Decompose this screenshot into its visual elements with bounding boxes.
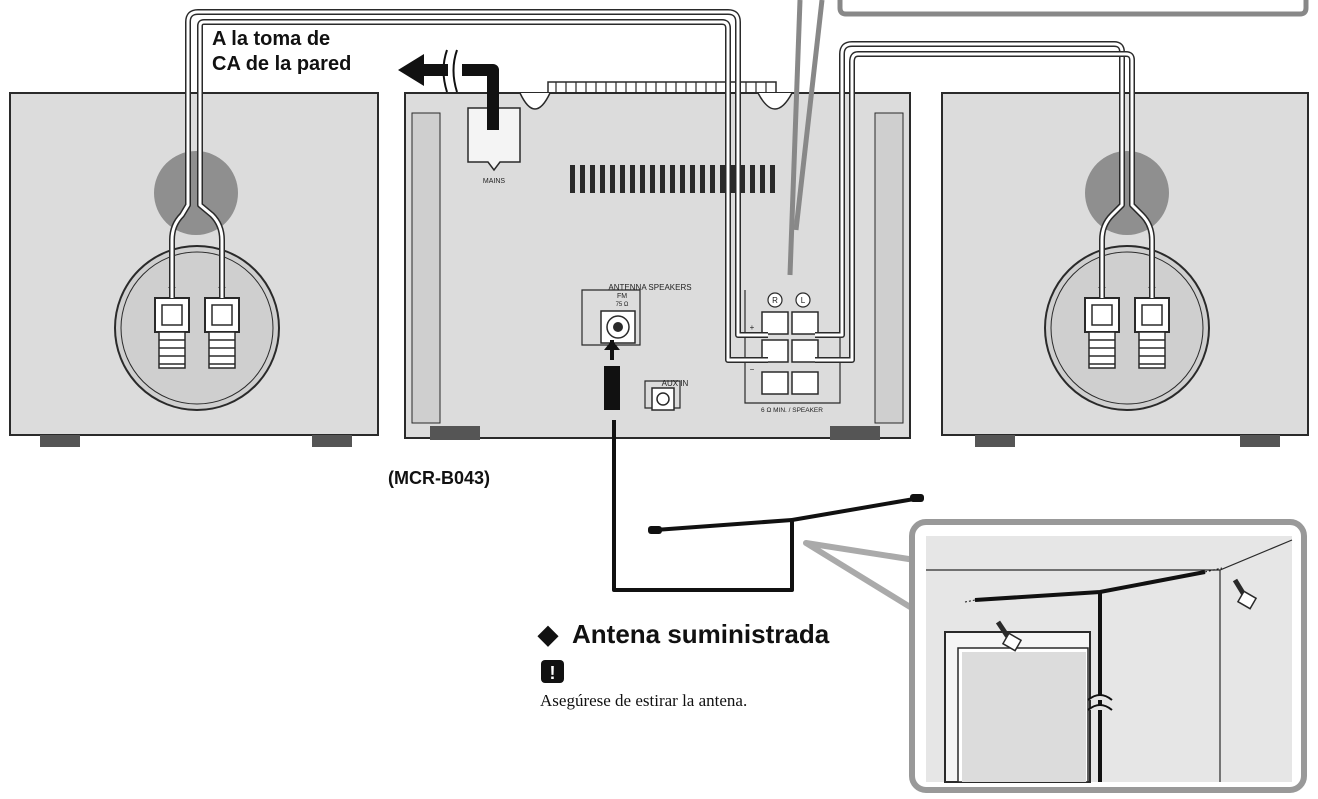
mains-inlet[interactable]: MAINS [467,107,521,185]
mains-outlet-label-line2: CA de la pared [212,53,351,75]
unit-minus-label: − [750,365,755,374]
caution-icon-glyph: ! [550,663,556,683]
right-minus-terminal[interactable] [1134,297,1170,369]
right-terminal-plate [1044,245,1210,411]
mains-outlet-label-line1: A la toma de [212,28,330,50]
aux-in-panel: AUX IN [644,379,689,411]
antenna-title: Antena suministrada [572,619,830,649]
main-unit: MAINS ANTENNA SPEAKERS FM 75 Ω AUX IN R … [404,81,911,440]
power-cord [398,49,499,130]
left-speaker-foot [40,435,80,447]
ohm-label: 75 Ω [616,302,629,308]
wall-pin-icon [1232,578,1258,610]
right-speaker-port [1085,151,1169,235]
unit-speaker-terminals: R L + − 6 Ω MIN. / SPEAKER [744,290,841,414]
left-speaker-port [154,151,238,235]
left-minus-terminal[interactable] [204,297,240,369]
diamond-icon: ◆ [537,619,559,649]
speaker-spec-label: 6 Ω MIN. / SPEAKER [761,407,823,414]
left-speaker-foot [312,435,352,447]
antenna-speakers-label: ANTENNA SPEAKERS [608,283,691,292]
right-speaker-cable [815,41,1155,363]
aux-in-label: AUX IN [662,379,689,388]
antenna-panel: ANTENNA SPEAKERS FM 75 Ω [581,283,692,346]
antenna-install-inset [803,519,1307,793]
unit-terminal-l-plus[interactable] [791,311,819,335]
fm-label: FM [617,293,627,300]
caution-icon: ! [541,660,564,683]
model-label: (MCR-B043) [388,468,490,488]
top-callout-frame [837,0,1309,17]
vent-grille [570,165,775,193]
note-text: Asegúrese de estirar la antena. [540,691,747,710]
left-speaker: + − [9,92,379,447]
unit-terminal-r-plus[interactable] [761,311,789,335]
unit-terminal-r-minus[interactable] [761,339,789,363]
arrow-left-icon [398,54,424,86]
speaker-l-label: L [801,296,806,305]
wall-pin-icon [995,620,1023,652]
left-speaker-cable [169,9,768,363]
unit-terminal-l-minus[interactable] [791,339,819,363]
unit-plus-label: + [750,323,755,332]
left-terminal-plate [114,245,280,411]
left-plus-terminal[interactable] [154,297,190,369]
fm-antenna-cable [604,340,924,592]
right-plus-terminal[interactable] [1084,297,1120,369]
mains-label: MAINS [483,178,506,185]
speaker-r-label: R [772,296,778,305]
